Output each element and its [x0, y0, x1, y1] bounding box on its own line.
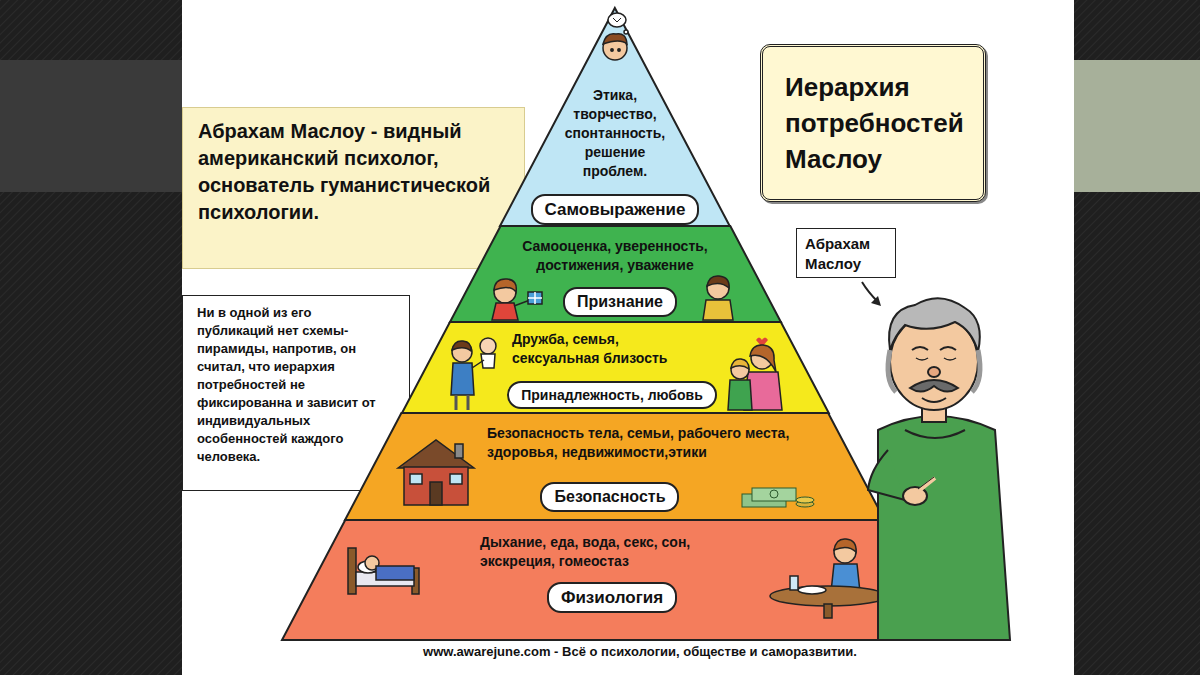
leader-arrow — [862, 282, 881, 306]
bed-sleeper — [348, 548, 419, 594]
girl-with-gift — [492, 279, 542, 320]
callout-box: Абрахам Маслоу — [796, 228, 896, 278]
label-text: Дыхание, еда, вода, секс, сон, экскреция… — [480, 533, 735, 571]
label-text: Безопасность тела, семьи, рабочего места… — [487, 424, 807, 462]
level-fill — [345, 413, 885, 520]
label-text: Абрахам Маслоу — [805, 234, 895, 274]
level-name-box: Принадлежность, любовь — [507, 381, 717, 409]
title-box: Иерархия потребностей Маслоу — [760, 44, 986, 202]
pyramid-level: Самооценка, уверенность, достижения, ува… — [450, 226, 781, 322]
pyramid-level: Дружба, семья, сексуальная близостьПрина… — [402, 322, 829, 413]
level-name-box: Признание — [563, 287, 677, 317]
pyramid-level: Дыхание, еда, вода, секс, сон, экскреция… — [282, 520, 948, 640]
pyramid-level: Безопасность тела, семьи, рабочего места… — [345, 413, 885, 520]
boy-eating — [770, 539, 886, 618]
label-text: Ни в одной из его публикаций нет схемы-п… — [197, 304, 377, 466]
thinking-kid — [603, 13, 628, 60]
father-with-baby — [451, 338, 496, 410]
label-text: Абрахам Маслоу - видный американский пси… — [198, 118, 498, 226]
boy — [703, 276, 733, 320]
level-fill — [402, 322, 829, 413]
label-text: Признание — [577, 292, 663, 312]
level-name-box: Самовыражение — [531, 194, 700, 225]
level-name-box: Физиология — [547, 582, 677, 613]
info-box: Абрахам Маслоу - видный американский пси… — [182, 107, 525, 269]
caption: www.awarejune.com - Всё о психологии, об… — [300, 643, 980, 661]
maslow-figure — [868, 298, 1010, 640]
note-box: Ни в одной из его публикаций нет схемы-п… — [182, 295, 410, 491]
level-name-box: Безопасность — [540, 482, 679, 512]
label-text: Самовыражение — [545, 199, 686, 220]
label-text: Самооценка, уверенность, достижения, ува… — [495, 237, 735, 275]
level-fill — [282, 520, 948, 640]
house — [398, 440, 474, 505]
level-fill — [500, 8, 730, 226]
label-text: Дружба, семья, сексуальная близость — [512, 330, 702, 368]
label-text: Этика, творчество, спонтанность, решение… — [560, 86, 670, 181]
money — [742, 488, 814, 507]
pyramid-level: Этика, творчество, спонтанность, решение… — [500, 8, 730, 226]
level-fill — [450, 226, 781, 322]
mother-and-child — [728, 338, 782, 411]
label-text: Принадлежность, любовь — [521, 386, 703, 404]
label-text: Безопасность — [554, 487, 665, 507]
label-text: Физиология — [561, 587, 663, 608]
